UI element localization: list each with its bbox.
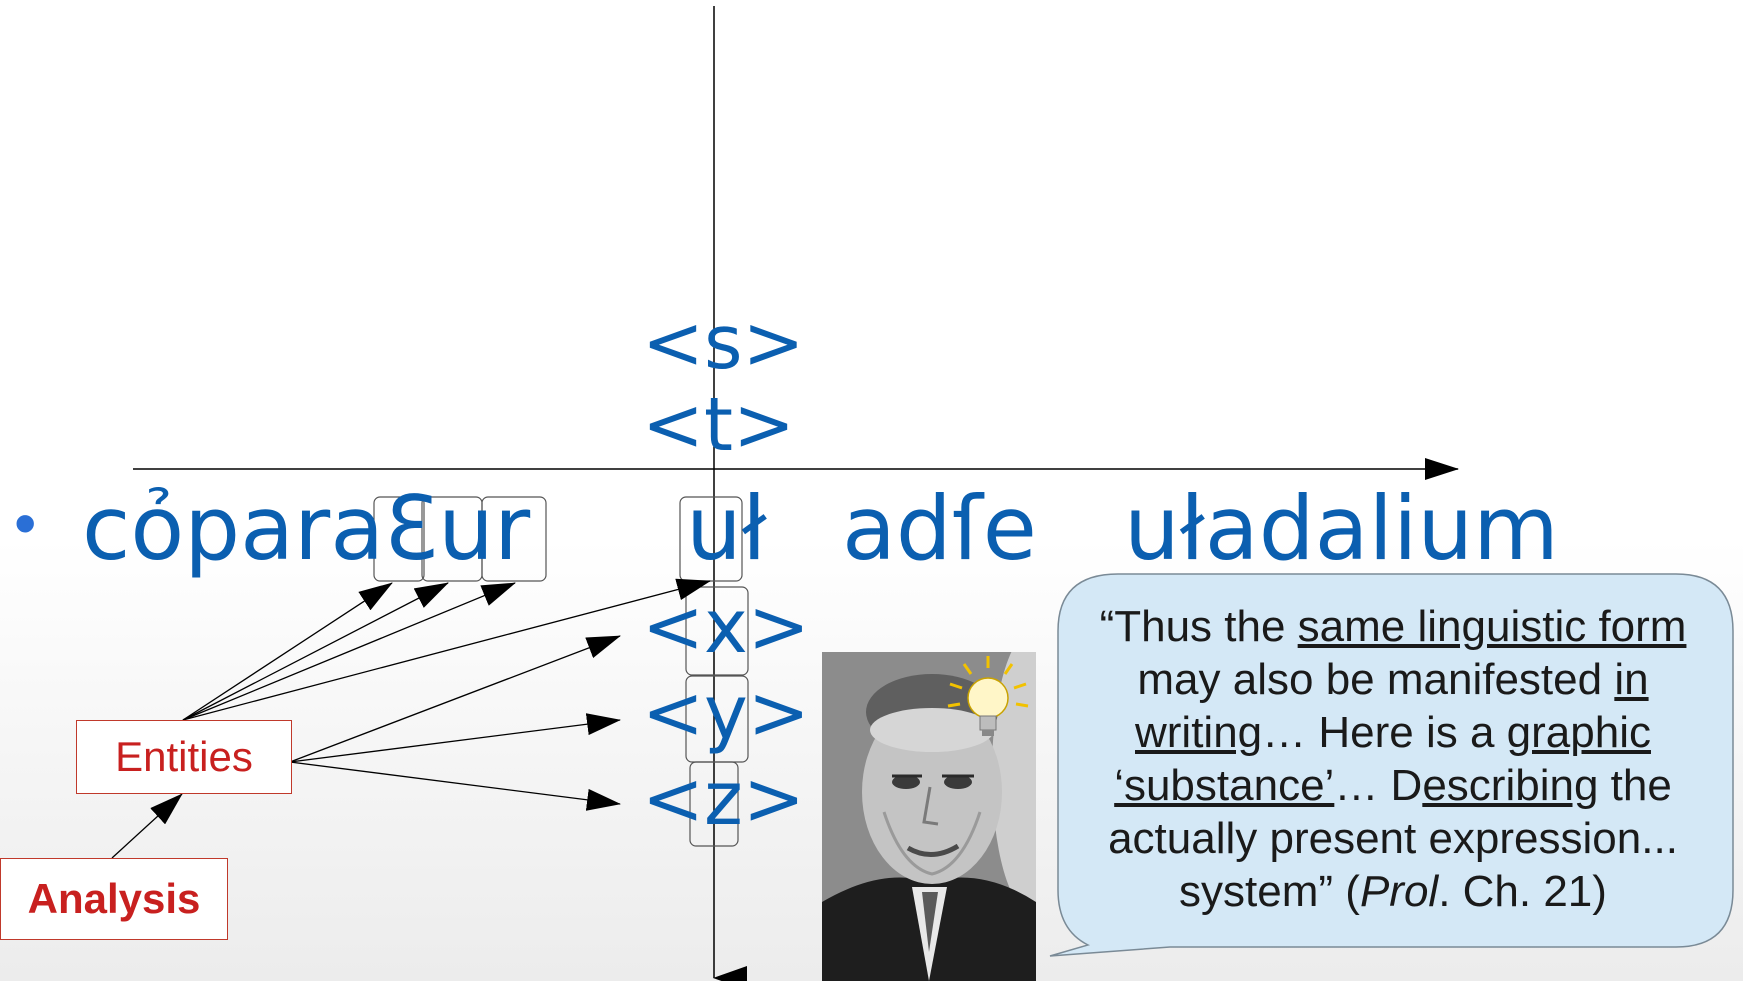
quote-underline-1: same linguistic form — [1297, 602, 1687, 651]
tag-z: <z> — [642, 756, 805, 842]
arrow-entities-6 — [289, 713, 621, 763]
analysis-label: Analysis — [0, 858, 228, 940]
quote-underline-4: escribing — [1422, 761, 1599, 810]
word-1-text: cỏpara — [82, 477, 385, 580]
quote-part-6: . Ch. 21) — [1438, 867, 1607, 916]
arrow-entities-3 — [182, 582, 516, 721]
arrow-entities-1 — [182, 582, 393, 721]
glyph-box-3 — [481, 496, 547, 582]
quote-part-1: “Thus the — [1099, 602, 1298, 651]
hjelmslev-quote: “Thus the same linguistic form may also … — [1058, 600, 1728, 918]
word-uladalium: uładalium — [1124, 477, 1559, 580]
tag-box-z — [689, 761, 739, 847]
tag-t: <t> — [642, 382, 796, 468]
quote-part-5: the actually present expression... syste… — [1108, 761, 1678, 916]
glyph-box-1 — [373, 496, 425, 582]
quote-underline-2: in writing — [1135, 655, 1649, 757]
arrow-entities-4 — [182, 578, 711, 721]
lightbulb-icon — [947, 656, 1029, 736]
word-coparaeur: cỏparaƐur — [82, 485, 530, 573]
word-adfe: adſe — [842, 477, 1037, 580]
tag-y: <y> — [642, 670, 810, 756]
tag-s: <s> — [642, 300, 805, 386]
speech-bubble — [1049, 573, 1734, 957]
arrow-entities-7 — [289, 761, 621, 811]
arrow-entities-2 — [182, 582, 449, 721]
tag-box-x — [685, 586, 749, 676]
portrait-photo — [822, 652, 1036, 981]
word-1-glyphs: Ɛur — [384, 477, 531, 580]
quote-part-2: may also be manifested — [1137, 655, 1615, 704]
glyph-box-ul — [679, 496, 743, 582]
quote-part-3: … Here is a — [1262, 708, 1507, 757]
entities-label: Entities — [76, 720, 292, 794]
bullet: • — [14, 487, 37, 559]
quote-underline-3: graphic ‘substance’ — [1114, 708, 1651, 810]
quote-italic-prol: Prol — [1359, 867, 1439, 916]
arrow-entities-5 — [289, 635, 621, 763]
tag-x: <x> — [642, 584, 810, 670]
arrow-analysis-entities — [111, 793, 183, 859]
quote-part-4: … D — [1334, 761, 1423, 810]
word-ul: uł — [686, 477, 767, 580]
